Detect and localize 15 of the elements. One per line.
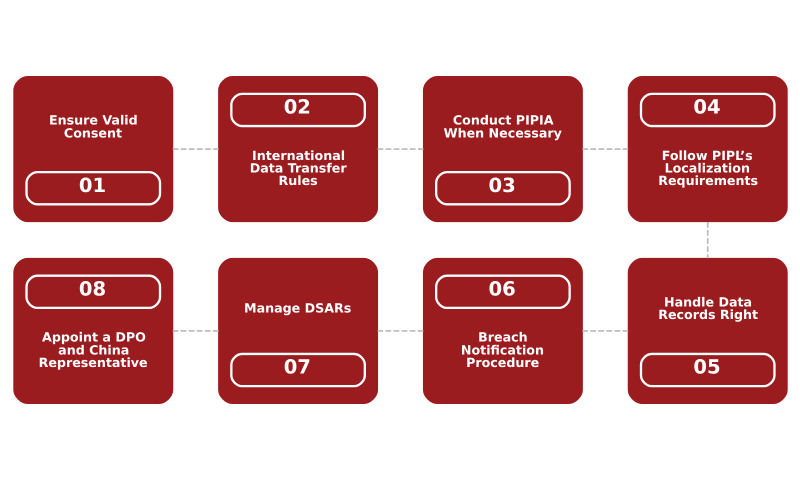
node-box: 04 Follow PIPL’s Localization Requirements <box>627 76 788 222</box>
connector <box>172 148 218 150</box>
node-box: Handle Data Records Right 05 <box>627 258 788 404</box>
connector <box>706 222 708 258</box>
connector <box>377 148 423 150</box>
connector <box>582 148 628 150</box>
node-box: Ensure Valid Consent 01 <box>12 76 173 222</box>
connector <box>377 330 423 332</box>
node-box: Manage DSARs 07 <box>218 258 378 404</box>
node-box: 06 Breach Notification Procedure <box>422 258 582 404</box>
connector <box>582 330 628 332</box>
node-box: 02 International Data Transfer Rules <box>218 76 378 222</box>
node-box: 08 Appoint a DPO and China Representative <box>12 258 173 404</box>
connector <box>172 330 218 332</box>
node-box: Conduct PIPIA When Necessary 03 <box>422 76 582 222</box>
